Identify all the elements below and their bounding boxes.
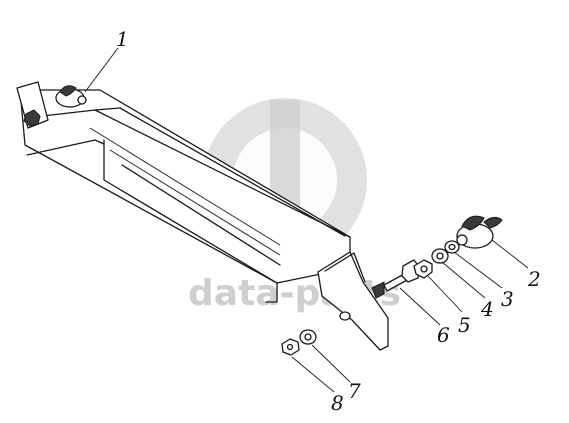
callout-4: 4 <box>480 297 494 321</box>
washer-4-hole <box>436 252 444 260</box>
bar-lower-ridge <box>26 139 105 156</box>
callout-5: 5 <box>458 313 471 337</box>
part-8-nut <box>281 338 300 356</box>
bar-upper-ridge <box>119 107 346 237</box>
clamp-1-bolt <box>77 95 87 105</box>
nut-8-hole <box>286 343 294 351</box>
bar-inner-groove <box>121 164 281 266</box>
bar-flange <box>103 139 278 284</box>
clamp-2-bolt <box>456 234 468 246</box>
part-5-nut <box>413 259 433 279</box>
clamp-2-wing-left <box>461 215 485 231</box>
clamp-1-wing <box>59 85 77 97</box>
part-3-lock-washer <box>444 240 460 254</box>
left-end-plate <box>16 81 49 129</box>
right-plate-bolt-head <box>371 281 385 299</box>
right-plate <box>317 251 389 351</box>
holder-bar <box>19 89 351 303</box>
leader-2 <box>491 239 529 269</box>
bar-shading-2 <box>109 149 281 256</box>
callout-3: 3 <box>501 287 514 311</box>
bar-end-lip <box>265 282 278 303</box>
leader-1 <box>84 47 119 93</box>
part-4-washer <box>431 248 449 264</box>
callouts: 1 2 3 4 5 6 7 8 <box>116 27 541 415</box>
leader-8 <box>291 356 335 393</box>
callout-8: 8 <box>331 391 344 415</box>
washer-7-hole <box>304 333 312 341</box>
lock-washer-3-hole <box>448 243 456 251</box>
bar-top-step <box>94 107 121 111</box>
left-plate-nut <box>23 109 41 127</box>
leader-4 <box>441 261 486 299</box>
callout-2: 2 <box>527 267 541 291</box>
part-7-washer <box>299 329 317 345</box>
part-1-terminal-clamp <box>55 85 87 108</box>
leader-6 <box>399 287 441 326</box>
right-plate-edge <box>324 252 366 283</box>
nut-5-hole <box>420 265 428 273</box>
right-end-plate <box>317 251 389 351</box>
callout-1: 1 <box>116 27 129 51</box>
callout-7: 7 <box>348 379 361 403</box>
leader-3 <box>453 251 503 289</box>
leader-7 <box>311 344 351 383</box>
part-2-terminal-clamp <box>456 215 503 249</box>
clamp-2-wing-right <box>483 216 503 229</box>
leader-lines <box>84 47 529 393</box>
right-plate-hole <box>339 311 351 321</box>
bar-shading-1 <box>89 127 281 246</box>
callout-6: 6 <box>437 323 450 347</box>
leader-5 <box>427 275 463 313</box>
